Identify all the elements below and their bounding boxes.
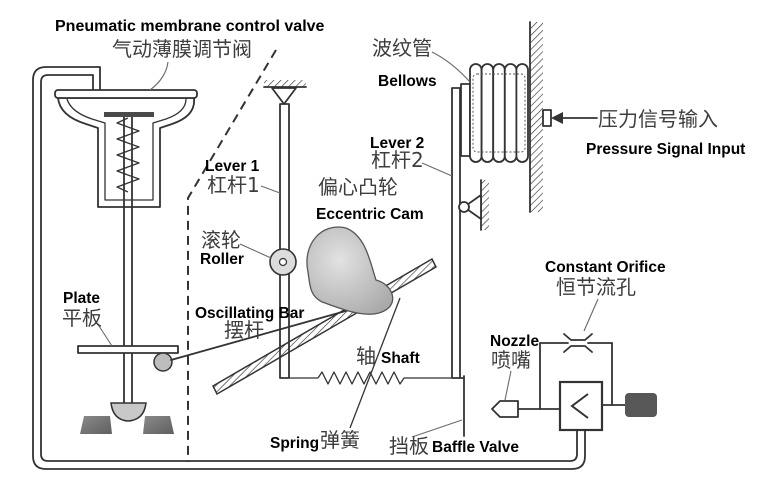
positioner-boundary-dashed <box>187 49 277 462</box>
roller-axle <box>278 257 288 267</box>
roller-label-en: Roller <box>200 251 244 268</box>
pneumatic-circuit <box>491 333 657 432</box>
leader-bellows <box>431 51 471 83</box>
actuator-label-zh: 气动薄膜调节阀 <box>112 37 252 61</box>
spring-label-zh: 弹簧 <box>320 428 360 452</box>
outer-air-pipe <box>32 66 586 470</box>
oscillating-bar-label-en: Oscillating Bar <box>195 305 304 322</box>
leader-roller <box>239 243 272 259</box>
cam-label-zh: 偏心凸轮 <box>318 175 398 199</box>
leader-orifice <box>583 298 599 332</box>
leader-nozzle <box>504 370 512 401</box>
leader-baffle <box>411 419 463 438</box>
plate-ball-joint <box>153 352 173 372</box>
lever-2-bar <box>451 87 461 379</box>
lever-2-pivot <box>463 194 482 220</box>
lever-1-label-en: Lever 1 <box>205 158 260 175</box>
baffle-label-en: Baffle Valve <box>432 439 519 456</box>
eccentric-cam <box>306 226 394 315</box>
lever-2 <box>451 87 489 437</box>
amplifier-symbol-icon <box>570 393 589 419</box>
amplifier-box <box>558 380 604 432</box>
orifice-label-en: Constant Orifice <box>545 259 666 276</box>
lever-1-label-zh: 杠杆1 <box>207 173 260 197</box>
shaft-pointer-line <box>349 297 401 429</box>
bellows-pleat <box>480 63 495 163</box>
leader-plate <box>98 325 113 347</box>
leader-lever-2 <box>421 162 453 177</box>
valve-seat-left <box>80 416 112 434</box>
plate-label-zh: 平板 <box>62 306 102 330</box>
input-connector <box>542 109 552 127</box>
actuator-spring <box>116 117 140 193</box>
cam-label-en: Eccentric Cam <box>316 206 424 223</box>
valve-stem <box>123 113 133 405</box>
oscillating-bar-label-zh: 摆杆 <box>224 318 264 342</box>
lever-2-wall-hatch <box>481 180 489 230</box>
actuator-lid <box>54 89 198 99</box>
shaft-label-zh: 轴 <box>356 344 376 368</box>
actuator-label-en: Pneumatic membrane control valve <box>55 18 325 35</box>
lever-2-pivot-pin <box>458 201 470 213</box>
valve-seat-right <box>143 416 174 434</box>
lever-1-pivot <box>271 87 297 105</box>
orifice-label-zh: 恒节流孔 <box>556 275 636 299</box>
leader-lever-1 <box>260 185 281 194</box>
valve-plug <box>110 402 147 422</box>
baffle-label-zh: 挡板 <box>389 434 429 458</box>
air-supply-block <box>625 393 657 417</box>
leader-actuator <box>149 61 169 91</box>
bellows-end-plate <box>460 83 471 157</box>
bellows <box>460 21 543 213</box>
diaphragm-actuator <box>54 89 198 208</box>
actuator-housing <box>57 97 195 208</box>
pipe-outer-wall <box>32 66 586 470</box>
roller-label-zh: 滚轮 <box>201 228 241 252</box>
spring-label-en: Spring <box>270 435 319 452</box>
nozzle-label-en: Nozzle <box>490 333 539 350</box>
nozzle <box>491 400 519 418</box>
spring-coil <box>317 371 408 385</box>
lever-2-label-en: Lever 2 <box>370 135 424 152</box>
lever-2-label-zh: 杠杆2 <box>371 148 424 172</box>
lever-1-ground-hatch <box>264 80 306 87</box>
bellows-label-zh: 波纹管 <box>372 36 432 60</box>
orifice-restriction-lower <box>563 345 593 353</box>
signal-input-label-en: Pressure Signal Input <box>586 141 745 158</box>
lever-1-bar <box>279 103 290 379</box>
bellows-label-en: Bellows <box>378 73 437 90</box>
feedback-spring <box>289 371 452 385</box>
bellows-pleat <box>503 63 518 163</box>
membrane-plate <box>104 112 154 117</box>
bellows-pleat <box>515 63 529 163</box>
bellows-pleat <box>469 63 483 163</box>
bellows-pleat <box>492 63 506 163</box>
orifice-restriction-upper <box>563 333 593 341</box>
bellows-wall-hatch <box>530 22 543 212</box>
actuator-housing-inner <box>66 98 187 201</box>
arrow-left-icon <box>551 112 563 124</box>
bellows-inner-fold <box>472 73 526 153</box>
labels: Pneumatic membrane control valve 气动薄膜调节阀… <box>55 18 745 458</box>
plate <box>77 345 179 354</box>
shaft-label-en: Shaft <box>381 350 420 367</box>
lever-1 <box>263 80 307 379</box>
signal-input-arrow <box>542 109 598 127</box>
signal-input-label-zh: 压力信号输入 <box>598 107 718 131</box>
pipe-inner-wall <box>40 74 578 462</box>
plate-label-en: Plate <box>63 290 100 307</box>
leader-lines <box>98 51 599 438</box>
nozzle-label-zh: 喷嘴 <box>491 348 531 372</box>
